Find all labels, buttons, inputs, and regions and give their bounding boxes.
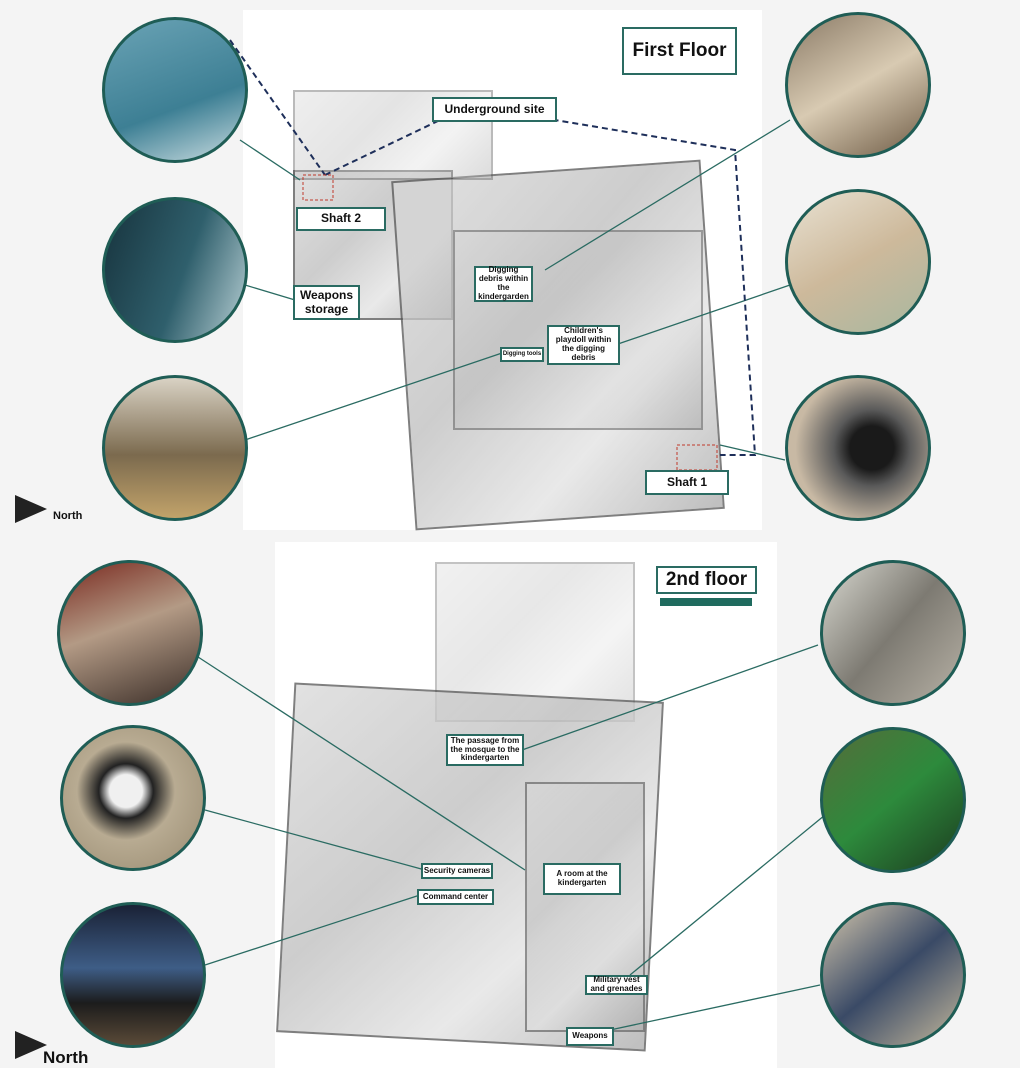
photo-military-vest [820,727,966,873]
photo-digging-tools [102,375,248,521]
north-arrow-icon [15,1031,47,1059]
label-military-vest: Military vest and grenades [585,975,648,995]
second-floor-title: 2nd floor [656,566,757,594]
north-arrow-icon [15,495,47,523]
north-indicator-top: North [15,495,82,523]
photo-weapons-storage [102,197,248,343]
photo-digging-debris [785,12,931,158]
photo-shaft2 [102,17,248,163]
label-weapons: Weapons [566,1027,614,1046]
photo-playdoll [785,189,931,335]
label-weapons-storage: Weapons storage [293,285,360,320]
north-indicator-bottom: North [15,1022,88,1068]
label-shaft-2: Shaft 2 [296,207,386,231]
label-command-center: Command center [417,889,494,905]
label-digging-tools: Digging tools [500,347,544,362]
label-underground-site: Underground site [432,97,557,122]
label-playdoll: Children's playdoll within the digging d… [547,325,620,365]
label-digging-debris: Digging debris within the kindergarden [474,266,533,302]
photo-monitors [60,902,206,1048]
label-passage: The passage from the mosque to the kinde… [446,734,524,766]
label-security-cameras: Security cameras [421,863,493,879]
photo-shaft1 [785,375,931,521]
first-floor-title: First Floor [622,27,737,75]
title-underline [660,598,752,606]
photo-passage [820,560,966,706]
north-label: North [43,1048,89,1067]
photo-security-camera [60,725,206,871]
photo-weapons [820,902,966,1048]
photo-command-room [57,560,203,706]
north-label: North [53,510,83,522]
label-shaft-1: Shaft 1 [645,470,729,495]
second-floor-map [275,542,777,1068]
label-room-kindergarten: A room at the kindergarten [543,863,621,895]
